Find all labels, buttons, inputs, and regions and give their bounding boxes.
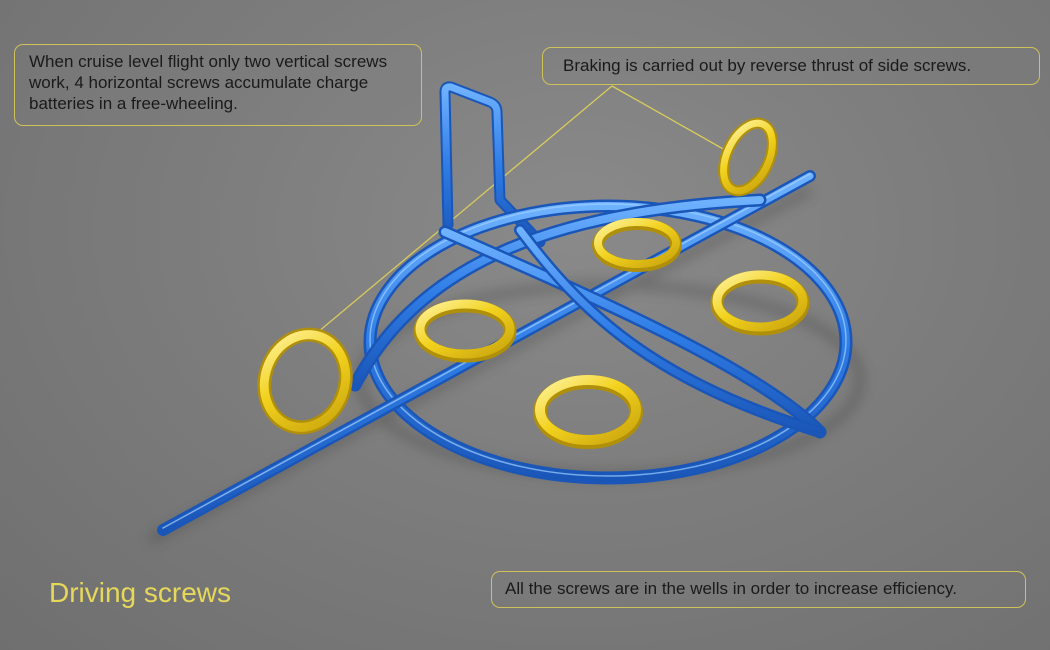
- vertical-screws: [257, 117, 778, 435]
- rotor-ring: [710, 270, 810, 336]
- tail-fin: [439, 81, 546, 248]
- rotor-ring: [718, 117, 778, 197]
- braking-callout: Braking is carried out by reverse thrust…: [542, 47, 1040, 85]
- rotor-ring: [257, 327, 353, 435]
- wing-spars: [348, 193, 827, 439]
- ground-shadow: [147, 185, 865, 545]
- callout-connectors: [317, 85, 726, 333]
- hull-ring: [363, 199, 853, 485]
- rotor-ring: [413, 299, 517, 363]
- figure-title: Driving screws: [49, 577, 232, 608]
- cruise-flight-callout: When cruise level flight only two vertic…: [14, 44, 422, 126]
- wells-callout: All the screws are in the wells in order…: [491, 571, 1026, 608]
- rotor-ring: [592, 218, 682, 272]
- horizontal-screws: [413, 218, 810, 449]
- rotor-ring: [533, 375, 643, 449]
